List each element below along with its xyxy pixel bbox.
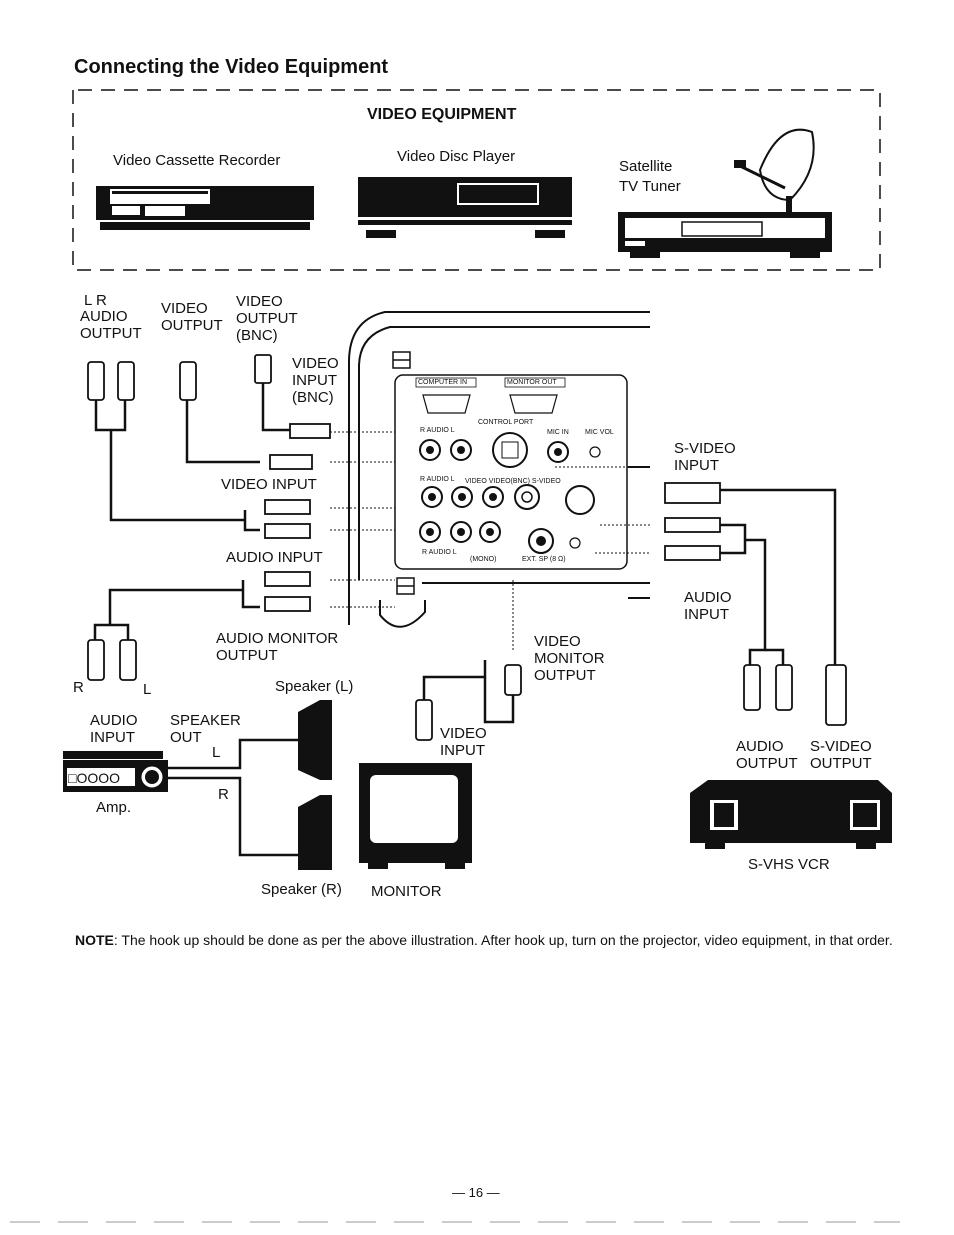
video-monitor-label-3: OUTPUT bbox=[534, 667, 596, 684]
monitor-icon bbox=[359, 763, 472, 869]
speaker-out-label-1: SPEAKER bbox=[170, 712, 241, 729]
note-label: NOTE bbox=[75, 932, 114, 948]
video-output-bnc-label-3: (BNC) bbox=[236, 327, 278, 344]
panel-mic-in: MIC IN bbox=[547, 429, 569, 436]
svhs-vcr-label: S-VHS VCR bbox=[748, 856, 830, 873]
note-text: : The hook up should be done as per the … bbox=[113, 932, 893, 948]
page-title: Connecting the Video Equipment bbox=[74, 56, 389, 78]
satellite-label-1: Satellite bbox=[619, 158, 673, 175]
panel-mic-vol: MIC VOL bbox=[585, 429, 614, 436]
connector-panel bbox=[394, 374, 628, 570]
audio-output-label-1: AUDIO bbox=[80, 308, 128, 325]
monitor-label: MONITOR bbox=[371, 883, 442, 900]
monitor-video-input-label-2: INPUT bbox=[440, 742, 485, 759]
amp-icon bbox=[63, 751, 168, 792]
amp-audio-input-label-1: AUDIO bbox=[90, 712, 138, 729]
video-input-bnc-label-2: INPUT bbox=[292, 372, 337, 389]
svideo-input-label-2: INPUT bbox=[674, 457, 719, 474]
satellite-label-2: TV Tuner bbox=[619, 178, 681, 195]
panel-av-audio-lr: R AUDIO L bbox=[420, 476, 455, 483]
audio-monitor-label-2: OUTPUT bbox=[216, 647, 278, 664]
panel-control-port: CONTROL PORT bbox=[478, 419, 534, 426]
vcr-audio-output-label-1: AUDIO bbox=[736, 738, 784, 755]
amp-label: Amp. bbox=[96, 799, 132, 816]
panel-video-bnc-svideo: VIDEO VIDEO(BNC) S-VIDEO bbox=[465, 478, 561, 485]
speaker-r-label: Speaker (R) bbox=[261, 881, 342, 898]
disc-player-icon bbox=[358, 177, 572, 238]
audio-input-label: AUDIO INPUT bbox=[226, 549, 323, 566]
panel-ext-sp: EXT. SP (8 Ω) bbox=[522, 556, 566, 563]
vcr-device-icon bbox=[96, 186, 314, 230]
audio-input-right-label-2: INPUT bbox=[684, 606, 729, 623]
speaker-l-label: Speaker (L) bbox=[275, 678, 354, 695]
projector-body bbox=[348, 311, 650, 628]
vcr-label: Video Cassette Recorder bbox=[113, 152, 281, 169]
rca-plugs bbox=[87, 354, 847, 741]
amp-l-label: L bbox=[143, 681, 152, 698]
speaker-out-r-label: R bbox=[218, 786, 229, 803]
audio-monitor-label-1: AUDIO MONITOR bbox=[216, 630, 339, 647]
vcr-audio-output-label-2: OUTPUT bbox=[736, 755, 798, 772]
speaker-icons bbox=[298, 700, 332, 870]
video-output-bnc-label-1: VIDEO bbox=[236, 293, 283, 310]
video-monitor-label-1: VIDEO bbox=[534, 633, 581, 650]
panel-computer-in: COMPUTER IN bbox=[418, 379, 467, 386]
panel-audio-lr: R AUDIO L bbox=[420, 427, 455, 434]
video-input-bnc-label-3: (BNC) bbox=[292, 389, 334, 406]
video-input-label: VIDEO INPUT bbox=[221, 476, 317, 493]
panel-monitor-audio-lr: R AUDIO L bbox=[422, 549, 457, 556]
cables bbox=[93, 380, 837, 857]
lr-label: L R bbox=[84, 292, 107, 309]
speaker-out-l-label: L bbox=[212, 744, 221, 761]
panel-monitor-out: MONITOR OUT bbox=[507, 379, 557, 386]
video-equipment-box bbox=[72, 89, 881, 271]
video-monitor-label-2: MONITOR bbox=[534, 650, 605, 667]
svg-text:□OOOO: □OOOO bbox=[68, 770, 120, 786]
speaker-out-label-2: OUT bbox=[170, 729, 202, 746]
video-output-label-2: OUTPUT bbox=[161, 317, 223, 334]
vcr-svideo-output-label-1: S-VIDEO bbox=[810, 738, 872, 755]
vcr-svideo-output-label-2: OUTPUT bbox=[810, 755, 872, 772]
video-output-label-1: VIDEO bbox=[161, 300, 208, 317]
page-number: — 16 — bbox=[452, 1185, 500, 1200]
disc-player-label: Video Disc Player bbox=[397, 148, 516, 165]
svhs-vcr-icon bbox=[690, 780, 892, 849]
video-input-bnc-label-1: VIDEO bbox=[292, 355, 339, 372]
amp-r-label: R bbox=[73, 679, 84, 696]
amp-audio-input-label-2: INPUT bbox=[90, 729, 135, 746]
audio-input-right-label-1: AUDIO bbox=[684, 589, 732, 606]
panel-mono: (MONO) bbox=[470, 556, 497, 563]
note-paragraph: NOTE: The hook up should be done as per … bbox=[75, 931, 905, 949]
svideo-input-label-1: S-VIDEO bbox=[674, 440, 736, 457]
monitor-video-input-label-1: VIDEO bbox=[440, 725, 487, 742]
video-equipment-header: VIDEO EQUIPMENT bbox=[367, 106, 517, 123]
satellite-tuner-icon bbox=[618, 128, 832, 258]
video-output-bnc-label-2: OUTPUT bbox=[236, 310, 298, 327]
audio-output-label-2: OUTPUT bbox=[80, 325, 142, 342]
